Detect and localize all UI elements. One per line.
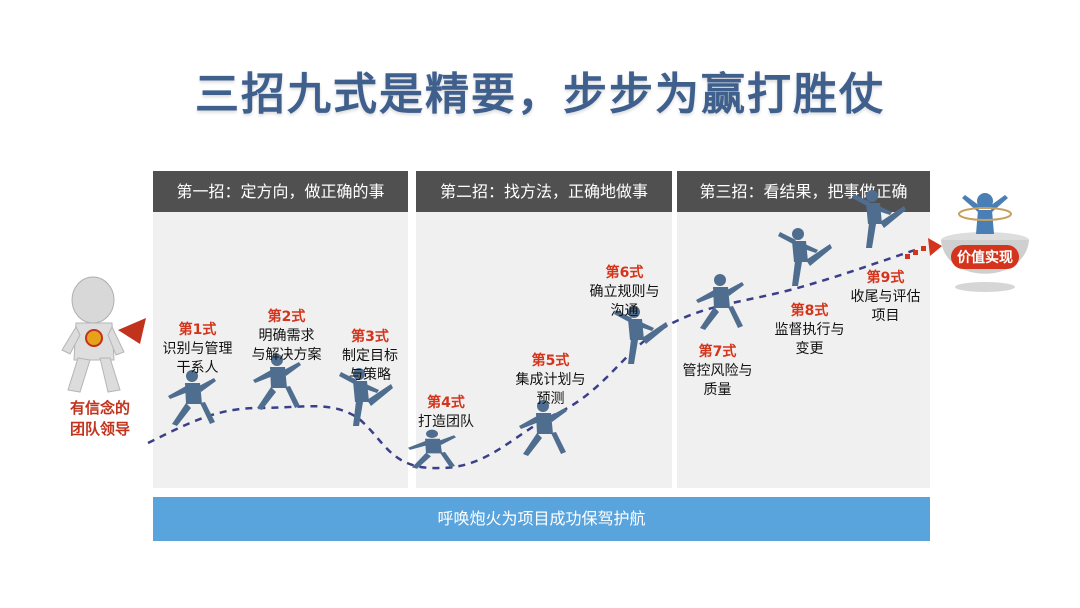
step-9-text-line-1: 收尾与评估 [850,289,921,305]
step-8-text-line-1: 监督执行与 [774,322,845,338]
phase-panel-1 [153,212,408,488]
step-1-text-line-1: 识别与管理 [162,341,233,357]
fighter-figure-1 [168,370,216,426]
step-7: 第7式 管控风险与 质量 [675,343,760,400]
step-5-text-line-2: 预测 [536,391,565,407]
step-6-number: 第6式 [605,265,644,281]
step-4: 第4式 打造团队 [406,394,486,432]
step-6-text-line-2: 沟通 [610,303,639,319]
step-5: 第5式 集成计划与 预测 [508,352,593,409]
step-5-text-line-1: 集成计划与 [515,372,586,388]
step-3: 第3式 制定目标 与策略 [333,328,407,385]
team-leader-label-line-1: 有信念的 [69,399,130,417]
step-9: 第9式 收尾与评估 项目 [843,269,928,326]
phase-panel-2 [416,212,672,488]
step-2-number: 第2式 [267,309,306,325]
fighter-figure-8 [778,228,832,286]
leader-figure [61,276,146,393]
fighter-figure-4 [408,429,456,469]
page-title: 三招九式是精要，步步为赢打胜仗 [195,69,885,120]
support-banner: 呼唤炮火为项目成功保驾护航 [153,497,930,541]
step-9-text-line-2: 项目 [871,308,900,324]
step-6: 第6式 确立规则与 沟通 [582,264,667,321]
phase-header-2: 第二招：找方法，正确地做事 [416,171,672,212]
step-1-text-line-2: 干系人 [176,360,219,376]
step-7-text-line-1: 管控风险与 [682,363,753,379]
step-8: 第8式 监督执行与 变更 [767,302,852,359]
team-leader-label: 有信念的 团队领导 [55,398,145,440]
step-2-text-line-2: 与解决方案 [251,347,322,363]
step-1-number: 第1式 [178,322,217,338]
team-leader-label-line-2: 团队领导 [69,420,130,438]
step-2: 第2式 明确需求 与解决方案 [244,308,329,365]
step-6-text-line-1: 确立规则与 [589,284,660,300]
step-1: 第1式 识别与管理 干系人 [155,321,240,378]
step-3-text-line-2: 与策略 [349,367,391,383]
goal-arrow [905,238,942,259]
phase-header-1: 第一招：定方向，做正确的事 [153,171,408,212]
step-4-text-line-1: 打造团队 [418,414,474,430]
step-9-number: 第9式 [866,270,905,286]
step-8-number: 第8式 [790,303,829,319]
fighter-figure-9 [852,190,906,248]
step-4-number: 第4式 [427,395,465,411]
step-7-number: 第7式 [698,344,737,360]
step-3-number: 第3式 [351,329,389,345]
goal-podium [941,193,1029,292]
step-2-text-line-1: 明确需求 [258,328,315,344]
goal-label: 价值实现 [957,250,1013,266]
step-7-text-line-2: 质量 [703,382,732,398]
step-8-text-line-2: 变更 [795,341,824,357]
step-3-text-line-1: 制定目标 [342,348,398,364]
phase-header-3: 第三招：看结果，把事做正确 [677,171,930,212]
step-5-number: 第5式 [531,353,570,369]
